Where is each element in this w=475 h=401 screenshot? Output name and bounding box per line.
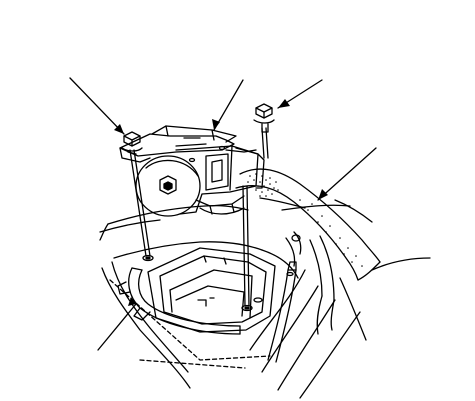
arrowhead-trim-bracket [128, 297, 136, 306]
callout-line-trim-bracket [97, 303, 137, 351]
callout-line-webbing [317, 147, 377, 201]
bolt-right [253, 103, 275, 133]
arrowhead-bolt-right [278, 99, 290, 108]
mounting-holes [142, 254, 294, 312]
side-pillar [267, 231, 335, 363]
floor-panel [99, 197, 431, 399]
arrowhead-retractor [212, 119, 220, 130]
callout-arrowheads [114, 99, 328, 306]
arrowhead-webbing [318, 189, 328, 200]
seat-belt-webbing [235, 168, 381, 281]
spring-cover [135, 155, 201, 217]
retractor-hub [159, 175, 177, 195]
trim-bracket [117, 267, 241, 335]
bolt-center-lines [129, 127, 269, 307]
callout-line-bolt-left [69, 77, 125, 135]
webbing-stipple [247, 173, 363, 267]
floor-recess-tray [147, 247, 276, 333]
bolt-left [121, 131, 143, 152]
arrowhead-bolt-left [114, 124, 124, 134]
seat-belt-retractor [119, 125, 265, 217]
